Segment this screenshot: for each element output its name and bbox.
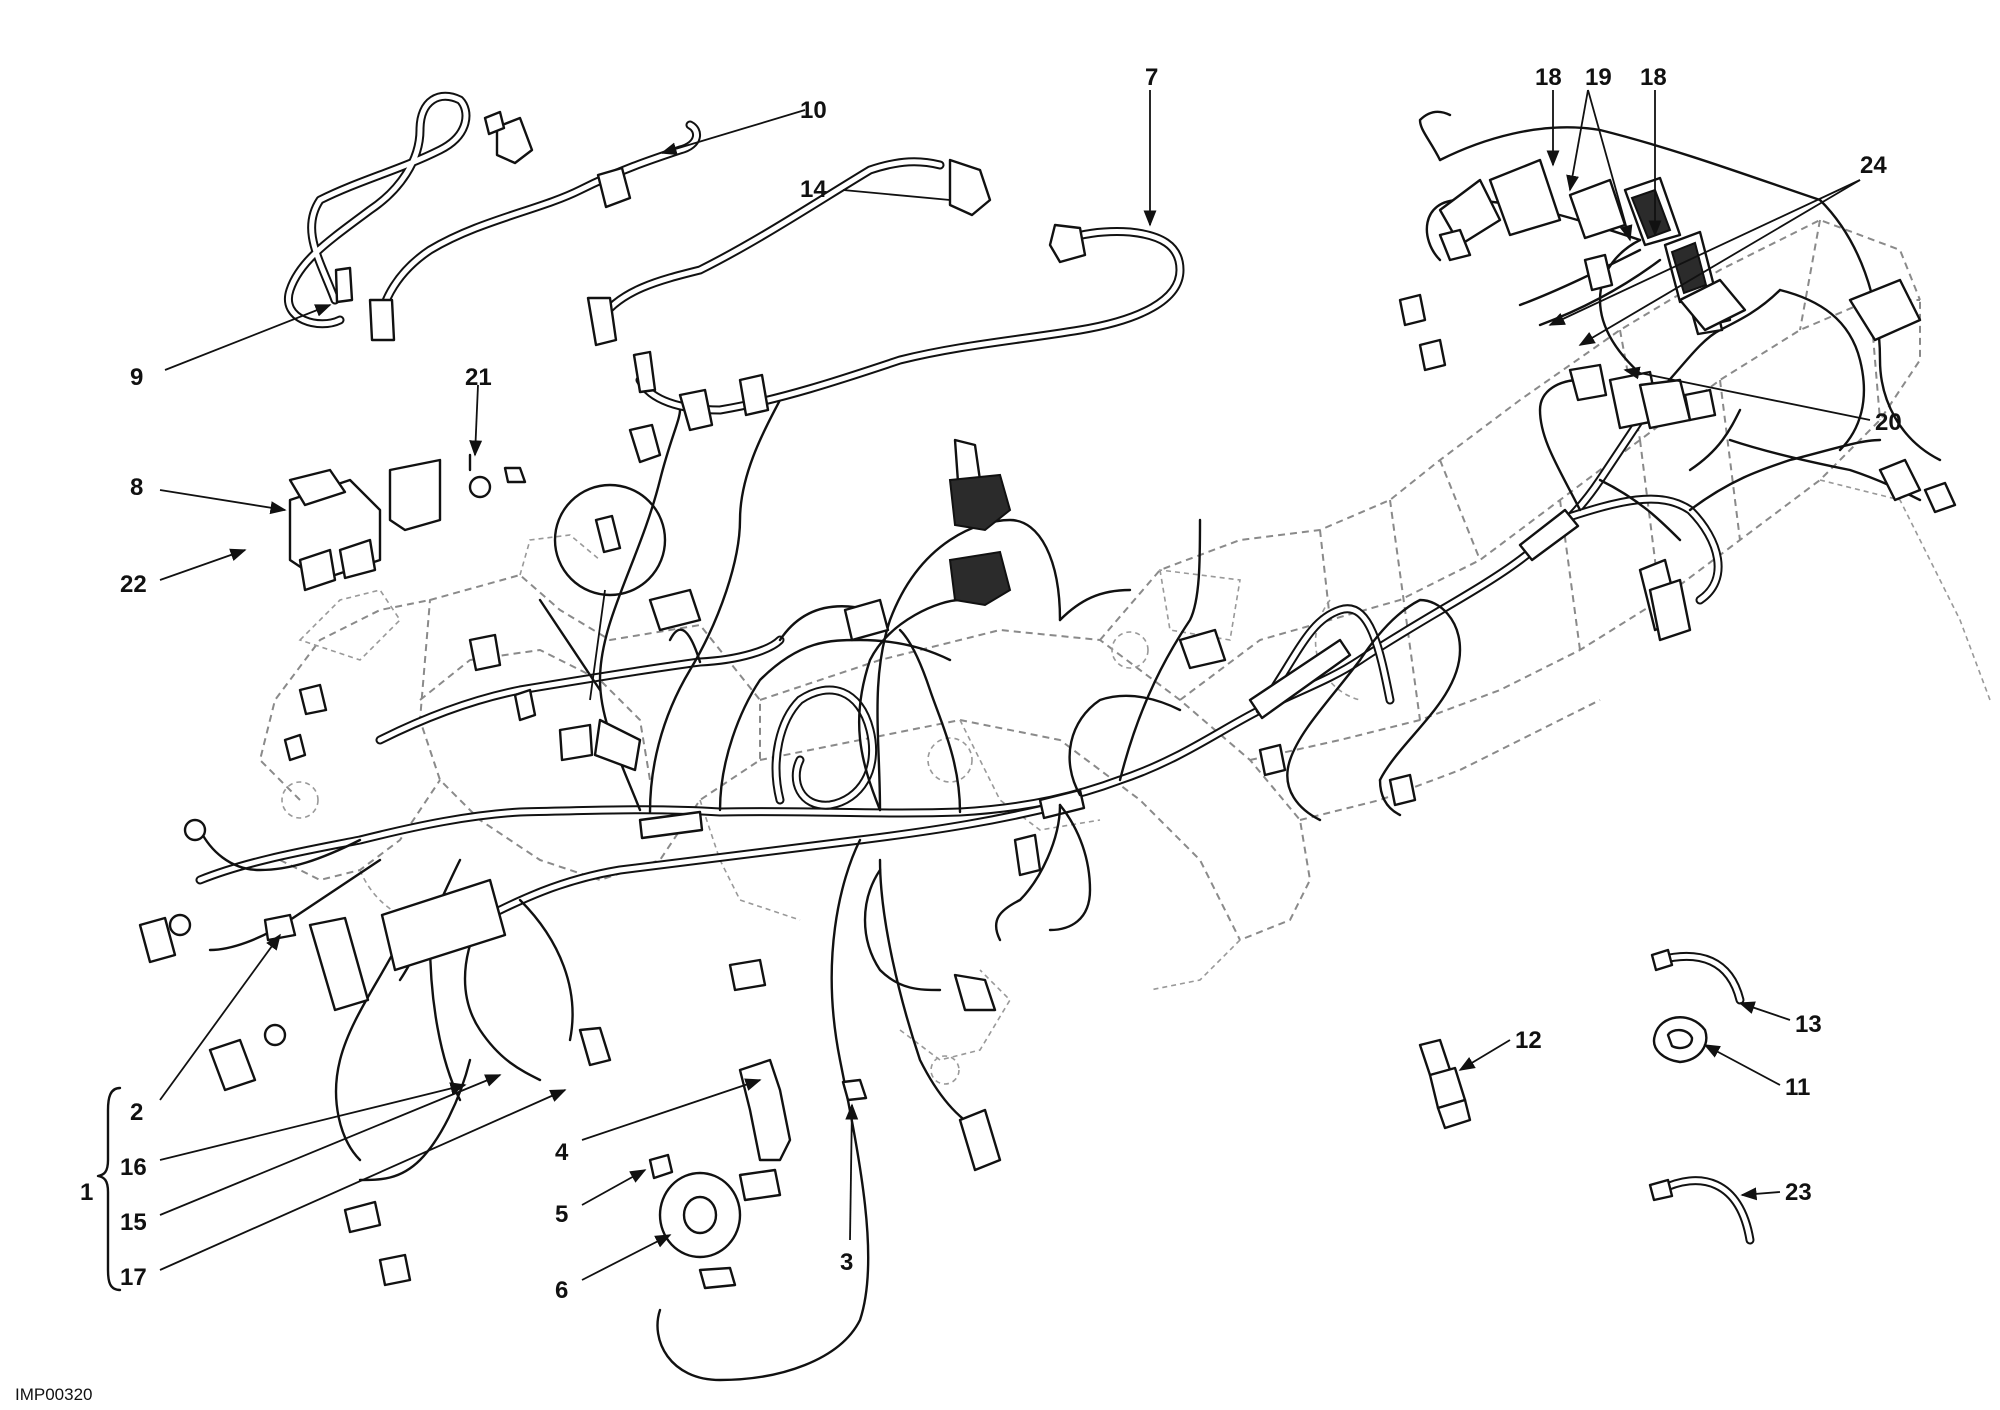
ht-lead-14 <box>586 157 992 347</box>
callout-c23: 23 <box>1785 1179 1812 1206</box>
callout-c10: 10 <box>800 97 827 124</box>
callout-c14: 14 <box>800 176 827 203</box>
callout-c9: 9 <box>130 364 143 391</box>
callout-c20: 20 <box>1875 409 1902 436</box>
callout-c24: 24 <box>1860 152 1887 179</box>
callout-c13: 13 <box>1795 1011 1822 1038</box>
callout-c11: 11 <box>1785 1074 1810 1101</box>
lower-harness-branches <box>198 803 1092 1382</box>
callout-c21: 21 <box>465 364 492 391</box>
clip-11 <box>1652 1016 1708 1064</box>
cable-tie-13 <box>1650 948 1745 1005</box>
callout-c3: 3 <box>840 1249 853 1276</box>
bracket-4-and-horn-6 <box>648 1058 868 1290</box>
callout-labels: 1 2 16 15 17 3 4 5 6 7 8 9 10 14 21 22 1… <box>80 64 1902 1304</box>
callout-c18a: 18 <box>1535 64 1562 91</box>
spark-plug-12 <box>1418 1038 1472 1130</box>
callout-c8: 8 <box>130 474 143 501</box>
callout-c17: 17 <box>120 1264 147 1291</box>
callout-c19: 19 <box>1585 64 1612 91</box>
drawing-reference: IMP00320 <box>15 1385 93 1404</box>
callout-c7: 7 <box>1145 64 1158 91</box>
harness-branches <box>538 110 1942 822</box>
cable-tie-23 <box>1648 1176 1755 1245</box>
callout-c1: 1 <box>80 1179 93 1206</box>
harness-connectors <box>138 158 1957 1287</box>
callout-c18b: 18 <box>1640 64 1667 91</box>
callout-c5: 5 <box>555 1201 568 1228</box>
leader-lines <box>159 89 1871 1281</box>
motorcycle-frame <box>259 219 1991 1085</box>
callout-c4: 4 <box>555 1139 569 1166</box>
callout-c15: 15 <box>120 1209 147 1236</box>
callout-c2: 2 <box>130 1099 143 1126</box>
callout-c6: 6 <box>555 1277 568 1304</box>
callout-c12: 12 <box>1515 1027 1542 1054</box>
group-bracket <box>96 1086 122 1292</box>
callout-c22: 22 <box>120 571 147 598</box>
ignition-coil-8 <box>288 453 527 592</box>
ht-lead-7 <box>632 223 1185 415</box>
ht-lead-9-and-10 <box>283 91 701 342</box>
detail-circle-terminal <box>553 483 667 701</box>
callout-c16: 16 <box>120 1154 147 1181</box>
